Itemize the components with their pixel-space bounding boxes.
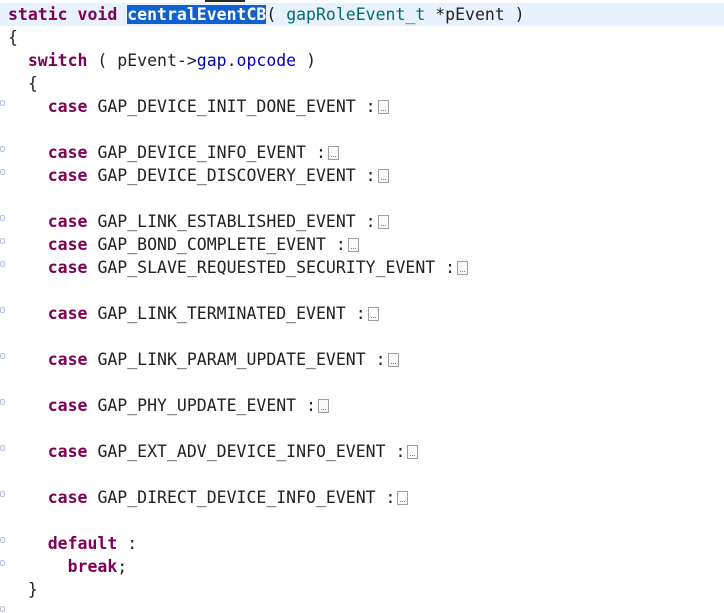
keyword-case: case bbox=[47, 488, 88, 507]
code-line-case[interactable]: case GAP_BOND_COMPLETE_EVENT : bbox=[8, 233, 359, 256]
keyword-case: case bbox=[47, 350, 88, 369]
code-line-case[interactable]: case GAP_DEVICE_INIT_DONE_EVENT : bbox=[8, 95, 389, 118]
fold-marker[interactable] bbox=[0, 353, 5, 359]
case-label: GAP_BOND_COMPLETE_EVENT : bbox=[97, 235, 346, 254]
param-name: *pEvent ) bbox=[435, 5, 525, 24]
code-line-switch-brace-open[interactable]: { bbox=[8, 72, 38, 95]
code-line-case[interactable]: case GAP_LINK_ESTABLISHED_EVENT : bbox=[8, 210, 389, 233]
code-line-brace-open[interactable]: { bbox=[8, 26, 18, 49]
fold-marker[interactable] bbox=[0, 146, 5, 152]
keyword-default: default bbox=[47, 534, 118, 553]
member-opcode[interactable]: opcode bbox=[236, 51, 297, 70]
member-gap[interactable]: gap bbox=[196, 51, 227, 70]
collapsed-block-icon[interactable] bbox=[327, 146, 339, 160]
keyword-case: case bbox=[47, 143, 88, 162]
default-colon: : bbox=[127, 534, 138, 553]
fold-marker[interactable] bbox=[0, 491, 5, 497]
case-label: GAP_EXT_ADV_DEVICE_INFO_EVENT : bbox=[97, 442, 406, 461]
code-line-case[interactable]: case GAP_LINK_PARAM_UPDATE_EVENT : bbox=[8, 348, 399, 371]
cropped-line-fragment bbox=[205, 0, 245, 2]
brace-open: { bbox=[8, 28, 18, 47]
collapsed-block-icon[interactable] bbox=[347, 238, 359, 252]
case-label: GAP_LINK_TERMINATED_EVENT : bbox=[97, 304, 366, 323]
fold-marker[interactable] bbox=[0, 215, 5, 221]
fold-marker[interactable] bbox=[0, 399, 5, 405]
keyword-static: static bbox=[8, 5, 68, 24]
fold-marker[interactable] bbox=[0, 537, 5, 543]
code-line-case[interactable]: case GAP_PHY_UPDATE_EVENT : bbox=[8, 394, 329, 417]
collapsed-block-icon[interactable] bbox=[377, 215, 389, 229]
collapsed-block-icon[interactable] bbox=[397, 491, 409, 505]
switch-brace-open: { bbox=[27, 74, 38, 93]
keyword-break: break bbox=[67, 557, 118, 576]
case-label: GAP_SLAVE_REQUESTED_SECURITY_EVENT : bbox=[97, 258, 456, 277]
collapsed-block-icon[interactable] bbox=[377, 100, 389, 114]
code-line-signature[interactable]: static void centralEventCB( gapRoleEvent… bbox=[0, 3, 724, 26]
fold-marker[interactable] bbox=[0, 560, 5, 566]
code-line-break[interactable]: break; bbox=[8, 555, 128, 578]
member-dot: . bbox=[226, 51, 237, 70]
keyword-case: case bbox=[47, 258, 88, 277]
fold-marker[interactable] bbox=[0, 445, 5, 451]
keyword-case: case bbox=[47, 442, 88, 461]
param-type[interactable]: gapRoleEvent_t bbox=[286, 5, 426, 24]
code-line-case[interactable]: case GAP_SLAVE_REQUESTED_SECURITY_EVENT … bbox=[8, 256, 469, 279]
code-line-default[interactable]: default : bbox=[8, 532, 137, 555]
fold-marker[interactable] bbox=[0, 100, 5, 106]
code-line-case[interactable]: case GAP_EXT_ADV_DEVICE_INFO_EVENT : bbox=[8, 440, 419, 463]
open-paren: ( bbox=[266, 5, 277, 24]
collapsed-block-icon[interactable] bbox=[457, 261, 469, 275]
code-line-case[interactable]: case GAP_DIRECT_DEVICE_INFO_EVENT : bbox=[8, 486, 409, 509]
collapsed-block-icon[interactable] bbox=[387, 353, 399, 367]
switch-expr-close: ) bbox=[306, 51, 316, 70]
code-line-switch-brace-close[interactable]: } bbox=[8, 578, 38, 601]
code-line-case[interactable]: case GAP_DEVICE_INFO_EVENT : bbox=[8, 141, 339, 164]
keyword-switch: switch bbox=[27, 51, 88, 70]
case-label: GAP_LINK_PARAM_UPDATE_EVENT : bbox=[97, 350, 386, 369]
collapsed-block-icon[interactable] bbox=[317, 399, 329, 413]
case-label: GAP_PHY_UPDATE_EVENT : bbox=[97, 396, 316, 415]
keyword-case: case bbox=[47, 396, 88, 415]
keyword-case: case bbox=[47, 166, 88, 185]
case-label: GAP_LINK_ESTABLISHED_EVENT : bbox=[97, 212, 376, 231]
collapsed-block-icon[interactable] bbox=[407, 445, 419, 459]
collapsed-block-icon[interactable] bbox=[377, 169, 389, 183]
switch-expr-start: ( pEvent-> bbox=[97, 51, 197, 70]
code-line-case[interactable]: case GAP_LINK_TERMINATED_EVENT : bbox=[8, 302, 379, 325]
selected-function-name[interactable]: centralEventCB bbox=[127, 5, 267, 24]
collapsed-block-icon[interactable] bbox=[367, 307, 379, 321]
keyword-case: case bbox=[47, 304, 88, 323]
fold-marker[interactable] bbox=[0, 606, 5, 612]
code-line-switch[interactable]: switch ( pEvent->gap.opcode ) bbox=[8, 49, 316, 72]
case-label: GAP_DIRECT_DEVICE_INFO_EVENT : bbox=[97, 488, 396, 507]
fold-marker[interactable] bbox=[0, 307, 5, 313]
case-label: GAP_DEVICE_INFO_EVENT : bbox=[97, 143, 326, 162]
case-label: GAP_DEVICE_INIT_DONE_EVENT : bbox=[97, 97, 376, 116]
editor-gutter[interactable] bbox=[0, 0, 6, 613]
switch-brace-close: } bbox=[27, 580, 38, 599]
keyword-case: case bbox=[47, 235, 88, 254]
case-label: GAP_DEVICE_DISCOVERY_EVENT : bbox=[97, 166, 376, 185]
keyword-case: case bbox=[47, 97, 88, 116]
keyword-case: case bbox=[47, 212, 88, 231]
keyword-void: void bbox=[77, 5, 118, 24]
fold-marker[interactable] bbox=[0, 169, 5, 175]
break-semicolon: ; bbox=[117, 557, 128, 576]
fold-marker[interactable] bbox=[0, 238, 5, 244]
fold-marker[interactable] bbox=[0, 261, 5, 267]
code-line-case[interactable]: case GAP_DEVICE_DISCOVERY_EVENT : bbox=[8, 164, 389, 187]
